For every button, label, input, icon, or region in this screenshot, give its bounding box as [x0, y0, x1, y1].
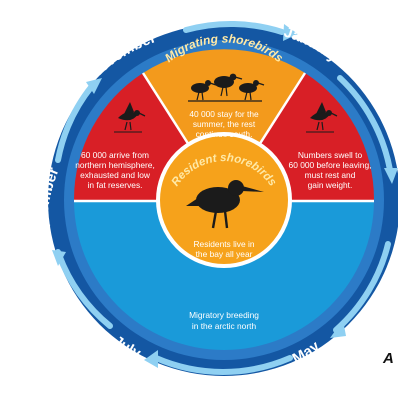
breeding-text: Migratory breeding in the arctic north: [189, 310, 259, 331]
right-line-1: Numbers swell to: [298, 150, 363, 160]
migrating-line-1: 40 000 stay for the: [189, 109, 259, 119]
arrow-head-1: [283, 24, 298, 41]
resident-bird-icon: [186, 180, 264, 229]
right-line-4: gain weight.: [308, 180, 353, 190]
corner-label: A: [383, 350, 394, 367]
migrating-line-2: summer, the rest: [193, 119, 256, 129]
migrating-line-3: continue south.: [196, 129, 253, 139]
resident-line-1: Residents live in: [194, 239, 255, 249]
migrating-text: 40 000 stay for the summer, the rest con…: [189, 109, 259, 139]
middle-sector: [143, 49, 305, 200]
right-bird-icon: [306, 102, 338, 133]
resident-text: Residents live in the bay all year: [194, 239, 255, 259]
left-line-3: exhausted and low: [80, 170, 151, 180]
breeding-line-2: in the arctic north: [192, 321, 257, 331]
resident-line-2: the bay all year: [196, 249, 253, 259]
breeding-line-1: Migratory breeding: [189, 310, 259, 320]
left-line-4: in fat reserves.: [88, 180, 143, 190]
arrow-arc-may-jul: [153, 355, 293, 375]
right-line-2: 60 000 before leaving,: [289, 160, 372, 170]
bird-silhouette-icon: [239, 80, 265, 101]
bird-silhouette-icon: [214, 73, 243, 97]
arrow-arc-nov-jan: [183, 20, 285, 35]
left-line-1: 60 000 arrive from: [81, 150, 149, 160]
arrow-head-5: [52, 250, 66, 266]
arrow-head-6: [86, 78, 102, 94]
left-line-2: northern hemisphere,: [75, 160, 155, 170]
arrow-head-3: [330, 320, 346, 338]
arrow-head-2: [384, 168, 398, 184]
right-sector-text: Numbers swell to 60 000 before leaving, …: [289, 150, 372, 190]
arrow-arc-jan-east: [337, 75, 393, 173]
arrow-head-4: [144, 350, 158, 368]
migrating-birds-icon: [188, 73, 265, 102]
left-sector-text: 60 000 arrive from northern hemisphere, …: [75, 150, 155, 190]
arrow-arc-sep-nov: [55, 83, 95, 163]
arrow-heads: [52, 24, 398, 368]
bird-silhouette-icon: [191, 80, 217, 101]
left-bird-icon: [114, 102, 146, 133]
right-line-3: must rest and: [305, 170, 356, 180]
